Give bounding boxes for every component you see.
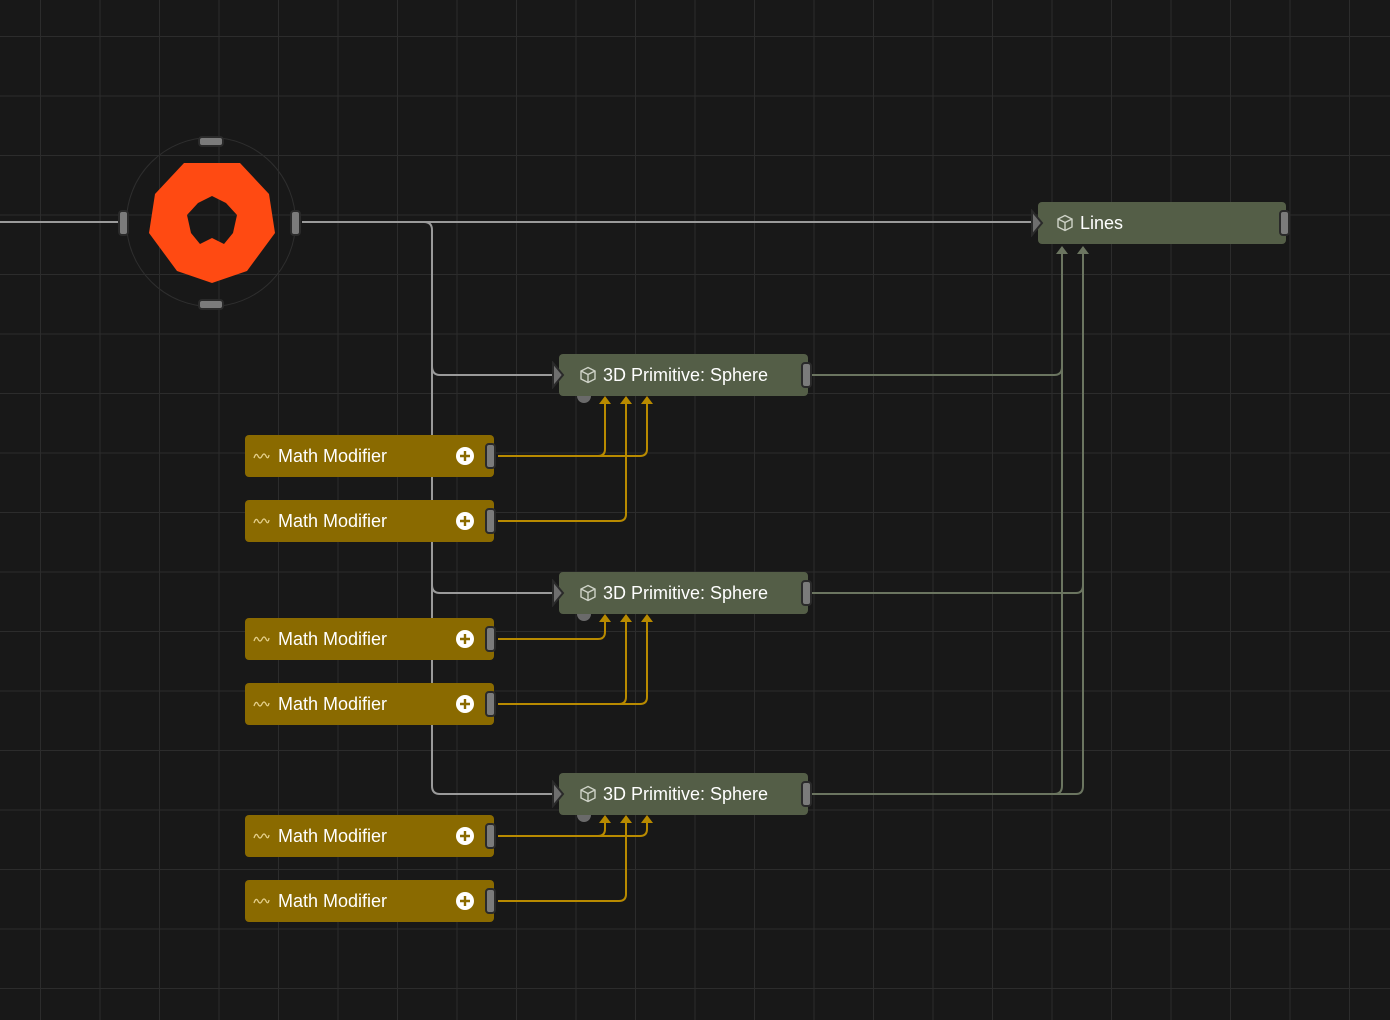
input-markers (599, 396, 653, 823)
math-modifier-node-6[interactable]: Math Modifier (245, 880, 496, 922)
sphere-node-label: 3D Primitive: Sphere (603, 582, 769, 603)
math-modifier-label: Math Modifier (278, 628, 388, 649)
root-node[interactable] (118, 136, 301, 310)
wave-icon (253, 516, 270, 526)
modifier-output-port[interactable] (485, 888, 496, 914)
wire-mod4-sphere2 (498, 622, 627, 705)
math-modifier-label: Math Modifier (278, 825, 388, 846)
math-modifier-label: Math Modifier (278, 693, 388, 714)
wire-sphere3-lines-a (812, 254, 1063, 795)
wire-root-sphere-1 (431, 365, 556, 376)
math-modifier-node-2[interactable]: Math Modifier (245, 500, 496, 542)
modifier-output-port[interactable] (485, 626, 496, 652)
lines-node[interactable]: Lines (1031, 202, 1290, 244)
wire-mod5-sphere3 (498, 823, 606, 837)
math-modifier-label: Math Modifier (278, 510, 388, 531)
input-arrow-icon (1031, 209, 1044, 237)
plus-circle-icon[interactable] (455, 694, 475, 714)
sphere-output-port[interactable] (801, 781, 812, 807)
math-modifier-node-3[interactable]: Math Modifier (245, 618, 496, 660)
logo-icon (149, 163, 275, 283)
sphere-node-label: 3D Primitive: Sphere (603, 364, 769, 385)
lines-output-port[interactable] (1279, 210, 1290, 236)
sphere-node-1[interactable]: 3D Primitive: Sphere (552, 354, 812, 396)
sphere-node-2[interactable]: 3D Primitive: Sphere (552, 572, 812, 614)
modifier-output-port[interactable] (485, 823, 496, 849)
sphere-node-3[interactable]: 3D Primitive: Sphere (552, 773, 812, 815)
modifier-output-port[interactable] (485, 443, 496, 469)
input-arrow-icon (552, 361, 565, 389)
plus-circle-icon[interactable] (455, 629, 475, 649)
root-port-left[interactable] (118, 210, 129, 236)
root-port-top[interactable] (198, 136, 224, 147)
wire-root-sphere-2 (431, 584, 556, 594)
math-modifier-node-5[interactable]: Math Modifier (245, 815, 496, 857)
wire-mod4-sphere2-b (619, 622, 648, 705)
math-modifier-node-1[interactable]: Math Modifier (245, 435, 496, 477)
wire-sphere1-lines (812, 254, 1063, 376)
math-modifier-node-4[interactable]: Math Modifier (245, 683, 496, 725)
sphere-output-port[interactable] (801, 362, 812, 388)
wire-mod1-sphere1 (498, 404, 606, 457)
input-arrow-icon (552, 780, 565, 808)
sphere-output-port[interactable] (801, 580, 812, 606)
wire-sphere2-lines (812, 254, 1084, 594)
modifier-output-port[interactable] (485, 691, 496, 717)
math-modifier-label: Math Modifier (278, 890, 388, 911)
wire-mod6-sphere3 (498, 823, 627, 902)
plus-circle-icon[interactable] (455, 446, 475, 466)
plus-circle-icon[interactable] (455, 826, 475, 846)
wire-mod5-sphere3-b (598, 823, 648, 837)
lines-input-markers (1056, 246, 1089, 254)
wave-icon (253, 451, 270, 461)
root-port-right[interactable] (290, 210, 301, 236)
plus-circle-icon[interactable] (455, 511, 475, 531)
wire-mod1-sphere1-b (598, 404, 648, 457)
cube-icon (579, 366, 597, 384)
input-arrow-icon (552, 579, 565, 607)
math-modifier-label: Math Modifier (278, 445, 388, 466)
modifier-output-port[interactable] (485, 508, 496, 534)
cube-icon (1056, 214, 1074, 232)
cube-icon (579, 785, 597, 803)
wave-icon (253, 634, 270, 644)
plus-circle-icon[interactable] (455, 891, 475, 911)
cube-icon (579, 584, 597, 602)
root-port-bottom[interactable] (198, 299, 224, 310)
wire-mod2-sphere1 (498, 404, 627, 522)
wire-mod3-sphere2 (498, 622, 606, 640)
wire-sphere3-lines-b (1054, 254, 1084, 795)
lines-node-label: Lines (1080, 212, 1124, 233)
wave-icon (253, 896, 270, 906)
wave-icon (253, 699, 270, 709)
wave-icon (253, 831, 270, 841)
sphere-node-label: 3D Primitive: Sphere (603, 783, 769, 804)
